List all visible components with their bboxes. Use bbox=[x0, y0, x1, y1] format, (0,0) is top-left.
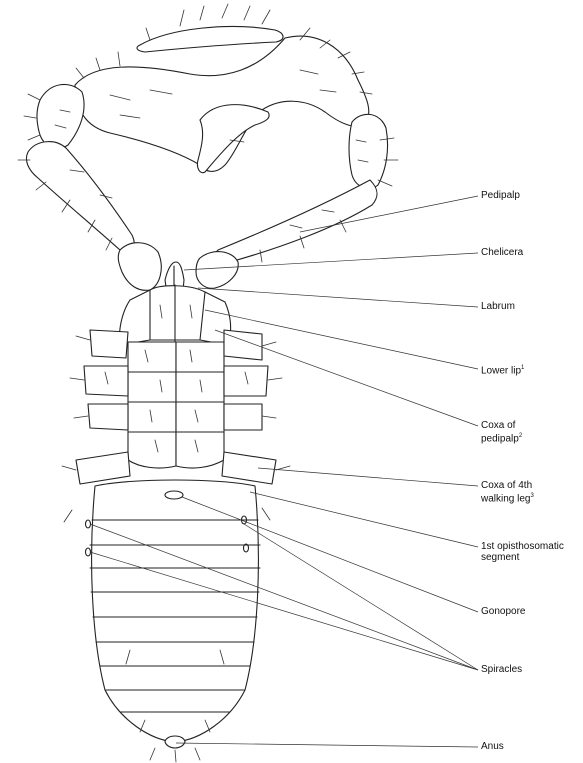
leader-labrum bbox=[198, 288, 478, 307]
label-spiracles: Spiracles bbox=[481, 664, 522, 675]
leader-spiracles-3 bbox=[244, 524, 478, 670]
label-1st-segment: 1st opisthosomatic segment bbox=[481, 541, 564, 563]
footnote-marker-1: 1 bbox=[521, 365, 524, 371]
label-lower-lip: Lower lip1 bbox=[481, 363, 524, 376]
label-labrum: Labrum bbox=[481, 301, 515, 312]
opisthosoma bbox=[86, 480, 261, 748]
pedipalp-claw bbox=[26, 26, 387, 290]
footnote-marker-2: 2 bbox=[519, 433, 522, 439]
label-anus: Anus bbox=[481, 741, 504, 752]
footnote-marker-3: 3 bbox=[530, 493, 533, 499]
leader-anus bbox=[176, 743, 478, 747]
label-coxa-pedipalp: Coxa of pedipalp2 bbox=[481, 420, 522, 444]
label-chelicera: Chelicera bbox=[481, 247, 523, 258]
label-pedipalp: Pedipalp bbox=[481, 190, 520, 201]
leader-1st-segment bbox=[250, 492, 478, 547]
prosoma bbox=[76, 262, 276, 484]
leader-coxa-4th-leg bbox=[258, 468, 478, 486]
label-gonopore: Gonopore bbox=[481, 606, 525, 617]
label-coxa-4th-leg: Coxa of 4th walking leg3 bbox=[481, 480, 534, 504]
